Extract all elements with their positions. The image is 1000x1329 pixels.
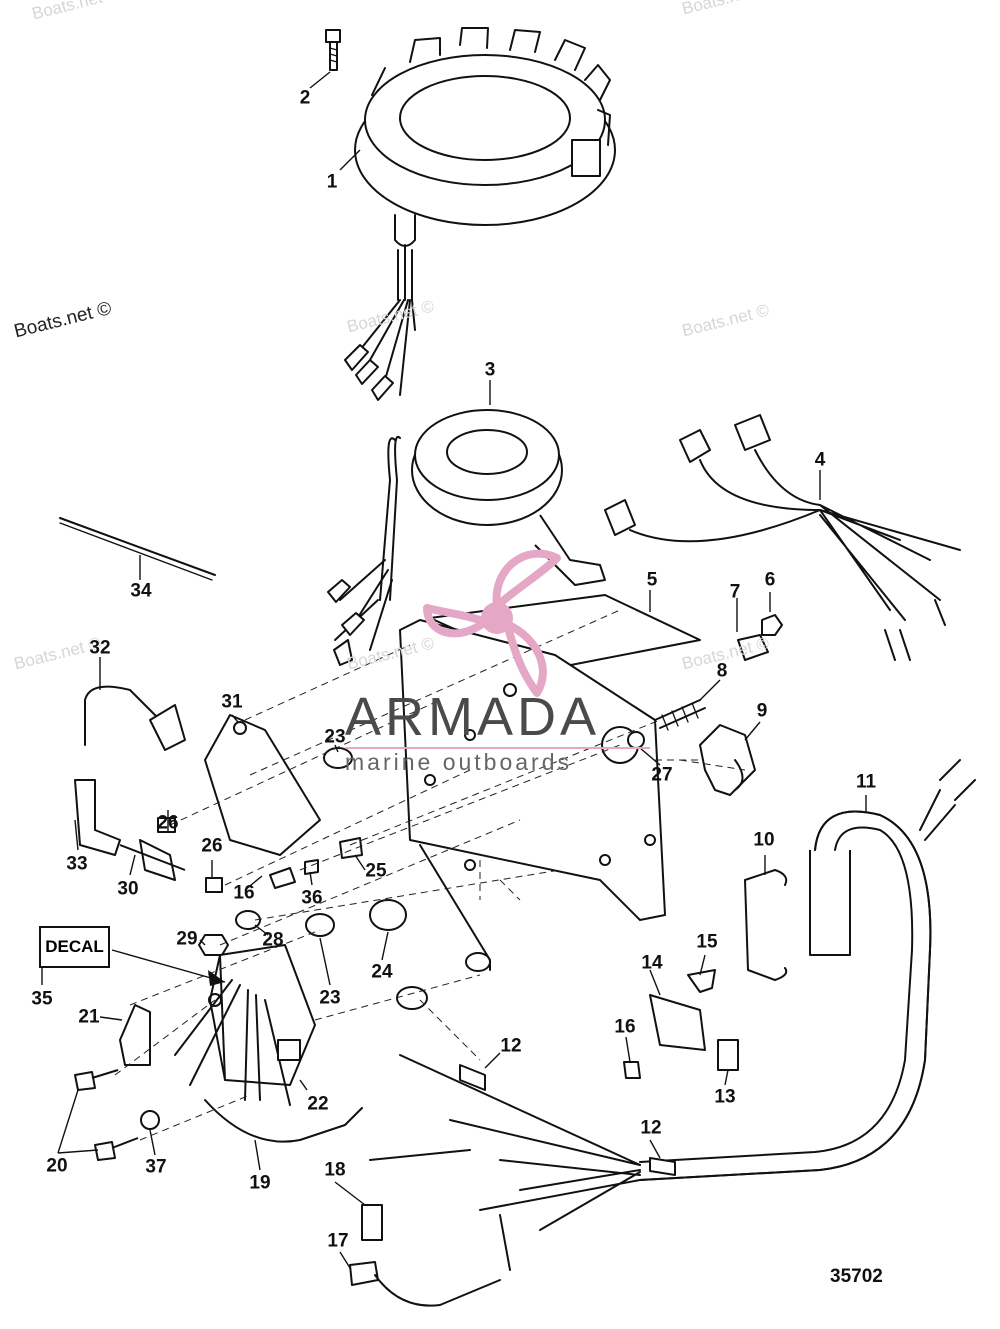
callout-21: 21: [78, 1006, 100, 1028]
part-29-nut: [198, 934, 229, 956]
part-6-nut: [761, 614, 783, 636]
part-23-grommet-b: [305, 913, 335, 937]
part-33-boot: [74, 779, 121, 856]
callout-16-right: 16: [614, 1016, 636, 1038]
callout-37: 37: [145, 1156, 167, 1178]
callout-23-lower: 23: [319, 987, 341, 1009]
part-19-ground-wire: [204, 1099, 363, 1143]
part-25-screw: [339, 837, 363, 859]
assembly-lines: [114, 609, 746, 1141]
callout-2: 2: [299, 87, 311, 109]
callout-9: 9: [756, 700, 768, 722]
callout-24: 24: [371, 961, 393, 983]
part-30-spark-plug: [119, 839, 186, 881]
callout-30: 30: [117, 878, 139, 900]
part-20-screw-a: [74, 1069, 119, 1091]
callout-23-upper: 23: [324, 726, 346, 748]
part-9-clip: [699, 724, 756, 796]
callout-28: 28: [262, 929, 284, 951]
part-36-washer: [304, 859, 319, 875]
part-21-clamp: [119, 1004, 151, 1066]
part-11-main-harness: [369, 759, 976, 1271]
brand-divider: [345, 747, 650, 749]
part-3-trigger-coil: [327, 409, 606, 666]
part-18-spring: [361, 1204, 383, 1241]
part-16-screw-upper: [269, 867, 296, 889]
part-32-spark-wire: [84, 685, 166, 746]
callout-26-lower: 26: [201, 835, 223, 857]
callout-12-upper: 12: [500, 1035, 522, 1057]
part-1-stator: [344, 27, 616, 401]
brand-name: ARMADA: [345, 687, 601, 747]
callout-4: 4: [814, 449, 826, 471]
callout-10: 10: [753, 829, 775, 851]
brand-tagline: marine outboards: [345, 749, 572, 775]
part-12-connector-b: [649, 1157, 676, 1176]
decal-label: DECAL: [39, 926, 110, 968]
callout-3: 3: [484, 359, 496, 381]
part-31-ignition-coil: [204, 714, 321, 856]
callout-14: 14: [641, 952, 663, 974]
callout-34: 34: [130, 580, 152, 602]
callout-20: 20: [46, 1155, 68, 1177]
part-14-fuse-block: [649, 994, 706, 1051]
part-2-stator-bolt: [325, 29, 341, 71]
callout-26-upper: 26: [157, 812, 179, 834]
callout-17: 17: [327, 1230, 349, 1252]
part-4-harness: [604, 414, 961, 661]
decal-arrow: [111, 949, 226, 983]
part-23-grommet-a: [323, 747, 353, 769]
callout-35: 35: [31, 988, 53, 1010]
callout-8: 8: [716, 660, 728, 682]
callout-31: 31: [221, 691, 243, 713]
callout-5: 5: [646, 569, 658, 591]
part-13-fuse-holder: [717, 1039, 739, 1071]
part-17-terminal: [349, 1261, 501, 1307]
callout-15: 15: [696, 931, 718, 953]
leader-lines: [41, 71, 867, 1269]
callout-13: 13: [714, 1086, 736, 1108]
callout-1: 1: [326, 171, 338, 193]
part-15-fuse: [687, 969, 716, 993]
callout-33: 33: [66, 853, 88, 875]
part-26-screw-a: [157, 817, 176, 833]
callout-25: 25: [365, 860, 387, 882]
propeller-logo-icon: [423, 549, 561, 697]
part-24-grommet: [369, 899, 407, 931]
callout-19: 19: [249, 1172, 271, 1194]
callout-16-left: 16: [233, 882, 255, 904]
callout-12-lower: 12: [640, 1117, 662, 1139]
callout-18: 18: [324, 1159, 346, 1181]
part-28-washer: [235, 910, 261, 930]
part-12-connector-a: [459, 1064, 486, 1091]
part-10-retainer: [744, 869, 788, 981]
brand-logo: ARMADA marine outboards: [345, 690, 665, 774]
part-16-screw: [623, 1061, 641, 1079]
part-26-screw-b: [205, 877, 223, 893]
part-34-cable-tie: [59, 517, 216, 576]
callout-29: 29: [176, 928, 198, 950]
part-22-switch-box: [174, 944, 316, 1106]
callout-27: 27: [651, 764, 673, 786]
callout-11: 11: [855, 771, 877, 793]
callout-22: 22: [307, 1093, 329, 1115]
callout-32: 32: [89, 637, 111, 659]
part-20-screw-b: [94, 1137, 139, 1161]
callout-6: 6: [764, 569, 776, 591]
figure-number: 35702: [830, 1266, 883, 1287]
part-7-clip: [737, 634, 769, 661]
part-37-washer: [140, 1110, 160, 1130]
callout-36: 36: [301, 887, 323, 909]
callout-7: 7: [729, 581, 741, 603]
